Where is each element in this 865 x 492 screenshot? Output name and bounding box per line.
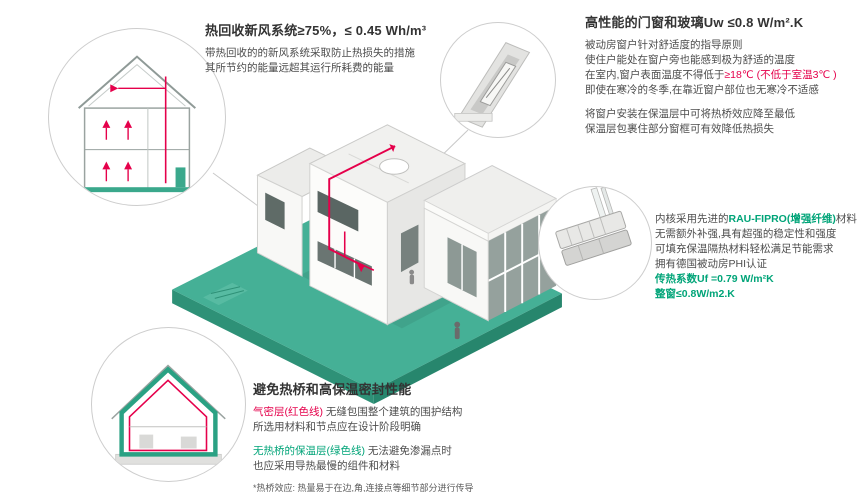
ventilation-line: 带热回收的的新风系统采取防止热损失的措施 xyxy=(205,47,415,60)
thermal-text-block: 避免热桥和高保温密封性能 气密层(红色线) 无缝包围整个建筑的围护结构 所选用材… xyxy=(253,381,588,492)
window-profile-circle xyxy=(538,186,652,300)
profile-material-post: 材料 xyxy=(835,213,857,225)
thermal-line: 也应采用导热最慢的组件和材料 xyxy=(253,460,400,473)
windows-text-block: 高性能的门窗和玻璃Uw ≤0.8 W/m².K 被动房窗户针对舒适度的指导原则 … xyxy=(585,14,860,137)
window-profile-diagram xyxy=(555,187,632,266)
airtight-layer-label: 气密层(红色线) xyxy=(253,406,323,419)
thermal-footnote: *热桥效应: 热量易于在边,角,连接点等细节部分进行传导 xyxy=(253,483,474,492)
insulation-layer-text: 无法避免渗漏点时 xyxy=(365,445,452,458)
windows-line-temperature-black: 在室内,窗户表面温度不得低于 xyxy=(585,69,725,82)
windows-line: 将窗户安装在保温层中可将热桥效应降至最低 xyxy=(585,108,795,121)
thermal-airtight-line: 气密层(红色线) 无缝包围整个建筑的围护结构 xyxy=(253,405,588,420)
ventilation-text-block: 热回收新风系统≥75%，≤ 0.45 Wh/m³ 带热回收的的新风系统采取防止热… xyxy=(205,22,445,76)
windows-line: 保温层包裹住部分窗框可有效降低热损失 xyxy=(585,122,774,135)
windows-title: 高性能的门窗和玻璃Uw ≤0.8 W/m².K xyxy=(585,15,804,30)
thermal-envelope-diagram xyxy=(111,364,226,465)
ventilation-title: 热回收新风系统≥75%，≤ 0.45 Wh/m³ xyxy=(205,23,427,38)
windows-line-temperature-red: ≥18℃ (不低于室温3℃ ) xyxy=(724,69,837,82)
profile-material-pre: 内核采用先进的 xyxy=(655,213,729,225)
ventilation-section-diagram xyxy=(78,55,196,193)
thermal-title: 避免热桥和高保温密封性能 xyxy=(253,382,412,397)
windows-line: 使住户能处在窗户旁也能感到极为舒适的温度 xyxy=(585,54,795,67)
thermal-insulation-line: 无热桥的保温层(绿色线) 无法避免渗漏点时 xyxy=(253,444,588,459)
profile-uw-value: 整窗≤0.8W/m2.K xyxy=(655,287,735,300)
thermal-line: 所选用材料和节点应在设计阶段明确 xyxy=(253,421,421,434)
profile-line: 无需额外补强,具有超强的稳定性和强度 xyxy=(655,227,837,240)
windows-line: 被动房窗户针对舒适度的指导原则 xyxy=(585,39,743,52)
profile-text-block: 内核采用先进的RAU-FIPRO(增强纤维)材料 无需额外补强,具有超强的稳定性… xyxy=(655,212,861,301)
airtight-layer-text: 无缝包围整个建筑的围护结构 xyxy=(323,406,463,419)
window-corner-detail-diagram xyxy=(454,42,531,128)
profile-uf-value: 传热系数Uf =0.79 W/m²K xyxy=(655,272,774,285)
profile-line-material: 内核采用先进的RAU-FIPRO(增强纤维)材料 xyxy=(655,212,861,227)
ventilation-detail-circle xyxy=(48,28,226,206)
thermal-envelope-circle xyxy=(91,327,246,482)
insulation-layer-label: 无热桥的保温层(绿色线) xyxy=(253,445,365,458)
windows-line-temperature: 在室内,窗户表面温度不得低于≥18℃ (不低于室温3℃ ) xyxy=(585,68,860,83)
window-corner-circle xyxy=(440,22,556,138)
windows-line: 即使在寒冷的冬季,在靠近窗户部位也无寒冷不适感 xyxy=(585,84,819,97)
profile-line: 可填充保温隔热材料轻松满足节能需求 xyxy=(655,242,834,255)
house-illustration-svg xyxy=(172,124,562,405)
profile-line: 拥有德国被动房PHI认证 xyxy=(655,257,768,270)
ventilation-line: 其所节约的能量远超其运行所耗费的能量 xyxy=(205,62,394,75)
house-isometric-illustration xyxy=(158,86,578,406)
profile-material-highlight: RAU-FIPRO(增强纤维) xyxy=(728,213,836,225)
